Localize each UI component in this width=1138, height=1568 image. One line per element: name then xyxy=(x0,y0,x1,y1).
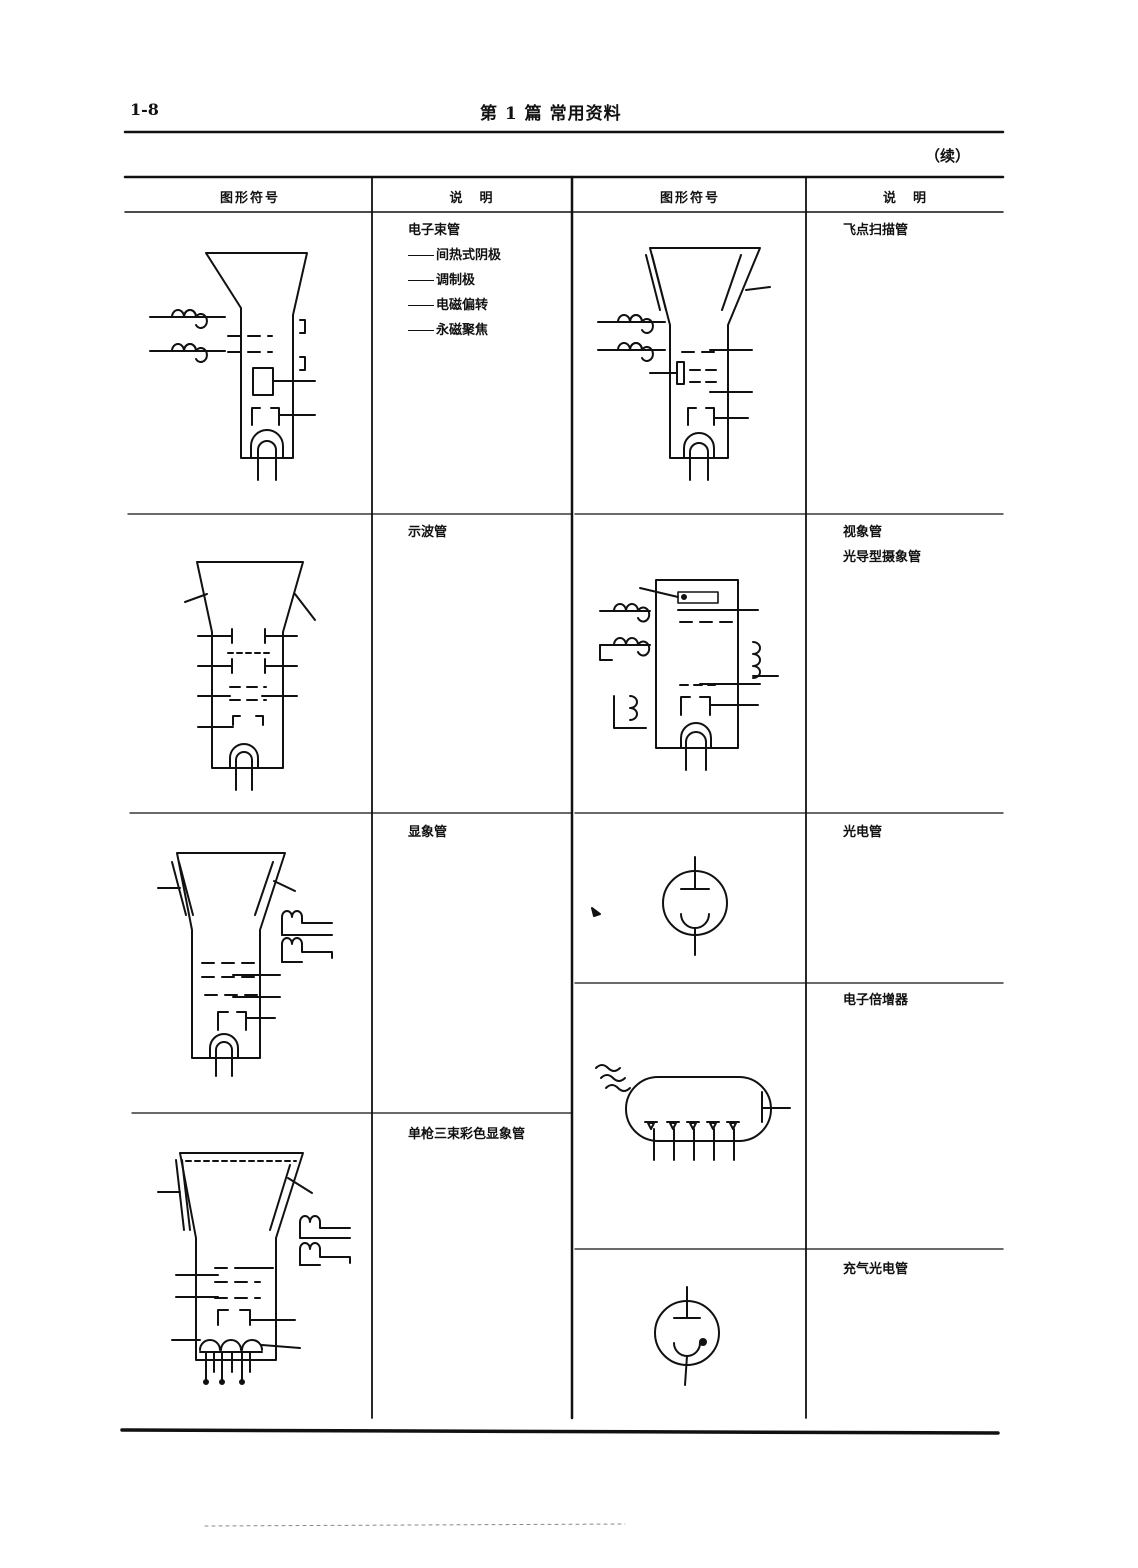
desc-oscilloscope-tube: 示波管 xyxy=(408,525,448,540)
chapter-title: 第 1 篇 常用资料 xyxy=(480,104,622,124)
table-grid xyxy=(120,130,1005,1527)
desc-title: 电子束管 xyxy=(408,223,461,238)
desc-item-permanent-magnet-focus: 永磁聚焦 xyxy=(408,318,501,343)
electron-multiplier-symbol xyxy=(595,1064,791,1161)
flying-spot-tube-symbol xyxy=(597,247,771,481)
color-picture-tube-symbol xyxy=(157,1152,351,1385)
phototube-symbol xyxy=(591,856,728,956)
desc-title: 视象管 xyxy=(843,525,883,540)
col-header-desc-right: 说 明 xyxy=(882,191,928,206)
gas-phototube-symbol xyxy=(654,1286,720,1386)
desc-subtitle: 光导型摄象管 xyxy=(843,550,922,565)
desc-electron-multiplier: 电子倍增器 xyxy=(843,993,909,1008)
desc-item-indirect-cathode: 间热式阴极 xyxy=(408,243,501,268)
desc-vidicon: 视象管 光导型摄象管 xyxy=(843,520,921,570)
vidicon-symbol xyxy=(599,579,779,771)
col-header-desc-left: 说 明 xyxy=(449,191,495,206)
desc-item-magnetic-deflection: 电磁偏转 xyxy=(408,293,501,318)
col-header-symbol-right: 图形符号 xyxy=(659,191,720,206)
desc-flying-spot-tube: 飞点扫描管 xyxy=(843,223,909,238)
desc-item-control-grid: 调制极 xyxy=(408,268,501,293)
page-number: 1-8 xyxy=(130,100,159,119)
desc-phototube: 光电管 xyxy=(843,825,883,840)
desc-gas-phototube: 充气光电管 xyxy=(843,1262,909,1277)
electron-beam-tube-symbol xyxy=(149,252,316,481)
continued-label: （续） xyxy=(925,147,971,165)
desc-electron-beam-tube: 电子束管 间热式阴极 调制极 电磁偏转 永磁聚焦 xyxy=(408,218,501,343)
col-header-symbol-left: 图形符号 xyxy=(219,191,280,206)
oscilloscope-tube-symbol xyxy=(184,561,316,791)
desc-color-picture-tube: 单枪三束彩色显象管 xyxy=(408,1127,526,1142)
desc-picture-tube: 显象管 xyxy=(408,825,448,840)
picture-tube-symbol xyxy=(157,852,333,1077)
